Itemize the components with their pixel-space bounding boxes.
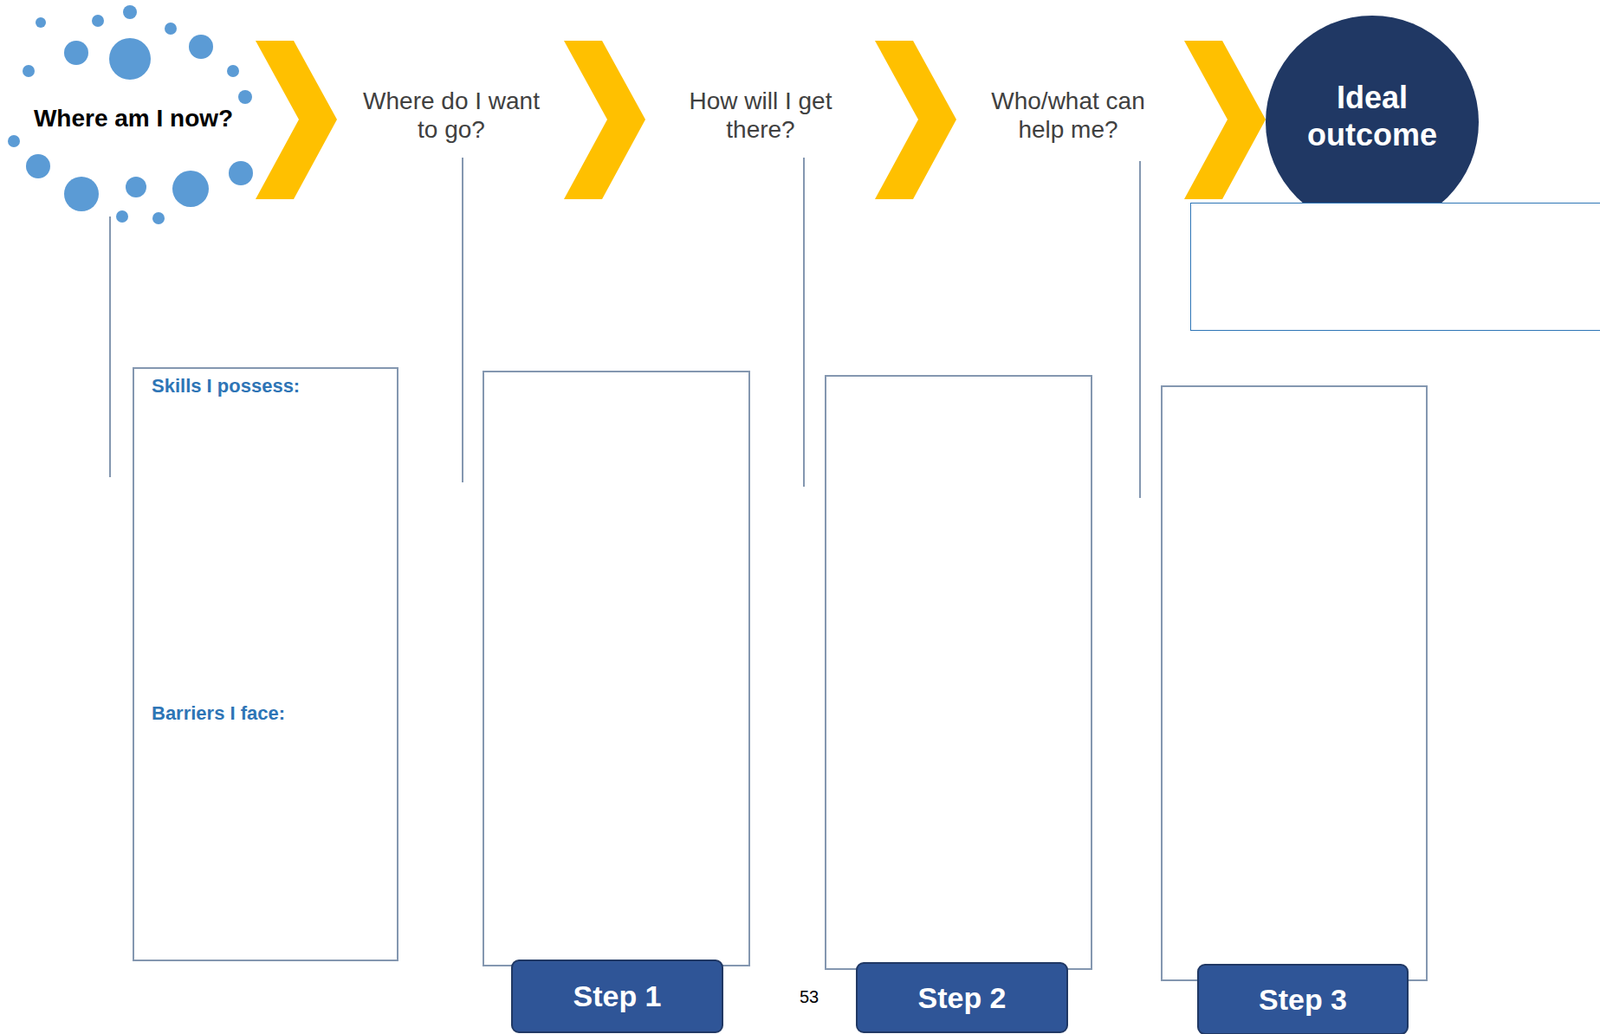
step-button: Step 1 [511,959,724,1034]
circle-fill [1265,15,1479,229]
step-label: Step 1 [572,979,661,1014]
step-label: Step 3 [1258,983,1348,1018]
stage-heading: Where do I want to go? [351,86,551,144]
step-button: Step 3 [1197,964,1409,1034]
step-label: Step 2 [917,981,1006,1016]
section-heading: Barriers I face: [151,701,389,727]
current-state-box: Skills I possess: Barriers I face: [132,367,399,962]
step-button: Step 2 [855,962,1069,1034]
outcome-circle: Ideal outcome [1264,14,1480,230]
outcome-panel [1190,202,1600,331]
page-number: 53 [783,987,836,1009]
outcome-title: Ideal outcome [1294,78,1451,154]
section-heading: Skills I possess: [151,374,389,400]
stage-heading: How will I get there? [660,86,861,144]
chevron-arrows [255,40,1266,200]
stage-heading: Where am I now? [12,103,255,133]
stage-heading: Who/what can help me? [968,86,1168,144]
empty-boxes [483,371,1427,981]
